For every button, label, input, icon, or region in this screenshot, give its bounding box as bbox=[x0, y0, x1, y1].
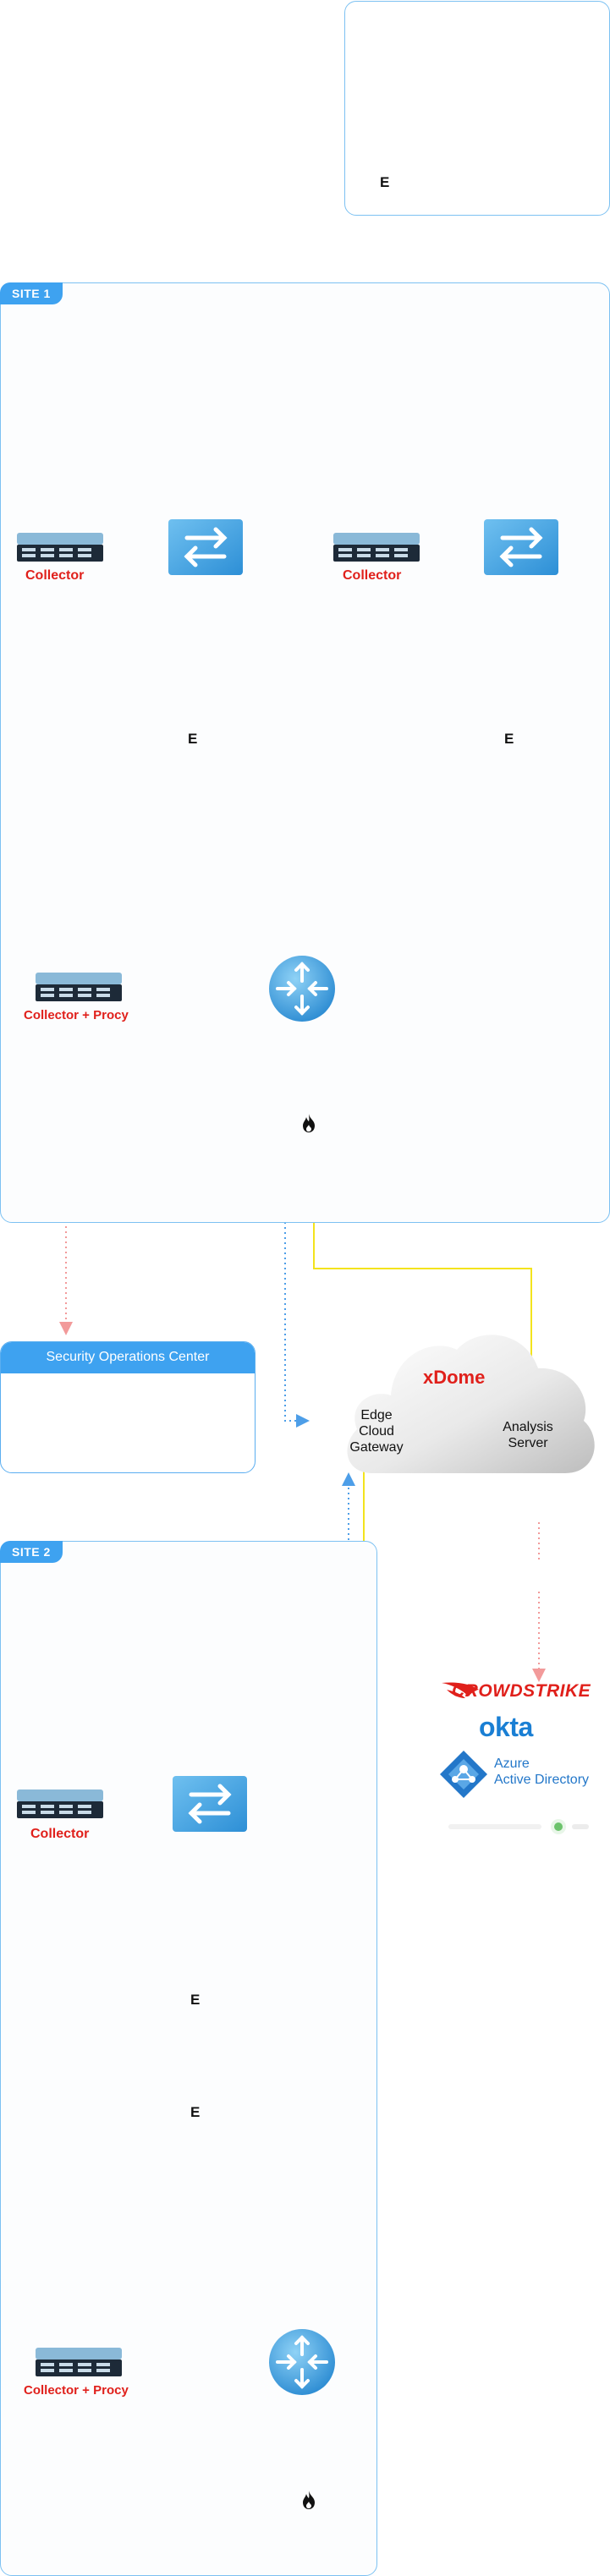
site1-e-marker-2: E bbox=[504, 731, 514, 747]
server-appliance-icon-4 bbox=[17, 1789, 103, 1818]
firewall-flame-icon-2 bbox=[303, 2491, 315, 2509]
security-operations-center-panel: Security Operations Center bbox=[0, 1341, 256, 1473]
router-icon bbox=[269, 956, 335, 1022]
site2-e-marker-1: E bbox=[190, 1992, 201, 2008]
site2-collector-proxy-label: Collector + Procy bbox=[24, 2383, 129, 2398]
xdome-label: xDome bbox=[423, 1367, 486, 1388]
firewall-flame-icon bbox=[303, 1114, 315, 1132]
network-switch-icon-2 bbox=[484, 519, 558, 575]
site1-tab: SITE 1 bbox=[0, 282, 63, 304]
analysis-server-label: Analysis Server bbox=[503, 1420, 553, 1450]
server-appliance-icon-5 bbox=[36, 2348, 122, 2376]
site1-blue-to-gateway bbox=[284, 1131, 310, 1428]
server-appliance-icon bbox=[17, 533, 103, 562]
site1-frame bbox=[0, 282, 610, 1223]
azure-ad-icon bbox=[440, 1751, 487, 1798]
azure-label-line2: Active Directory bbox=[494, 1773, 590, 1787]
edge-cloud-gateway-label: Edge Cloud Gateway bbox=[349, 1408, 404, 1455]
crowdstrike-logo-text: CROWDSTRIKE bbox=[452, 1681, 591, 1701]
site2-collector-label: Collector bbox=[30, 1827, 90, 1841]
network-switch-icon-3 bbox=[173, 1776, 247, 1832]
server-appliance-icon-3 bbox=[36, 973, 122, 1001]
cloud-shape bbox=[347, 1335, 595, 1473]
site2-e-marker-2: E bbox=[190, 2104, 201, 2120]
site2-tab: SITE 2 bbox=[0, 1541, 63, 1563]
router-icon-2 bbox=[269, 2329, 335, 2395]
legend-panel bbox=[344, 1, 610, 216]
site1-collector-proxy-label: Collector + Procy bbox=[24, 1008, 129, 1022]
network-switch-icon bbox=[168, 519, 243, 575]
server-appliance-icon-2 bbox=[333, 533, 420, 562]
azure-label-line1: Azure bbox=[494, 1757, 530, 1771]
site1-e-marker-1: E bbox=[188, 731, 198, 747]
site1-collector-label-1: Collector bbox=[25, 568, 85, 583]
soc-title: Security Operations Center bbox=[1, 1342, 255, 1373]
site2-frame bbox=[0, 1541, 377, 2576]
crowdstrike-falcon-icon bbox=[442, 1682, 479, 1698]
azure-ad-label: Azure Active Directory bbox=[494, 1756, 589, 1788]
site1-collector-label-2: Collector bbox=[343, 568, 402, 583]
legend-e-marker: E bbox=[380, 174, 390, 190]
faded-integration-logos bbox=[448, 1819, 589, 1834]
okta-logo-text: okta bbox=[479, 1712, 533, 1742]
